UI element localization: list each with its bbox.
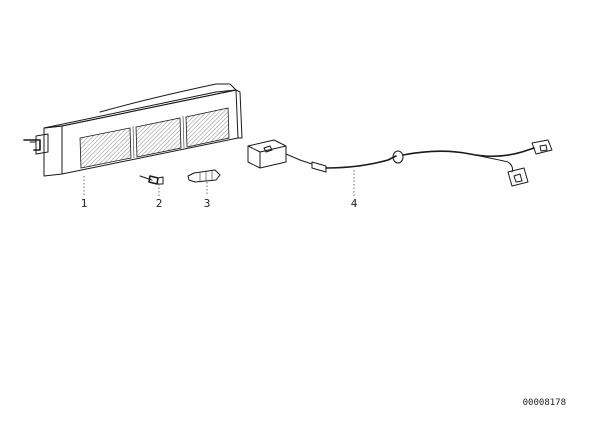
callout-2: 2 (156, 197, 163, 210)
screw (139, 175, 164, 185)
display-window-left (79, 127, 132, 169)
wiring-harness (247, 139, 553, 187)
callout-3: 3 (204, 197, 211, 210)
callout-4: 4 (351, 197, 358, 210)
check-control-module (23, 83, 243, 177)
display-window-middle (135, 117, 182, 158)
display-window-right (185, 107, 230, 148)
bulb (187, 169, 221, 183)
leader-lines (83, 170, 355, 196)
callout-1: 1 (81, 197, 88, 210)
document-number: 00008178 (523, 398, 566, 408)
